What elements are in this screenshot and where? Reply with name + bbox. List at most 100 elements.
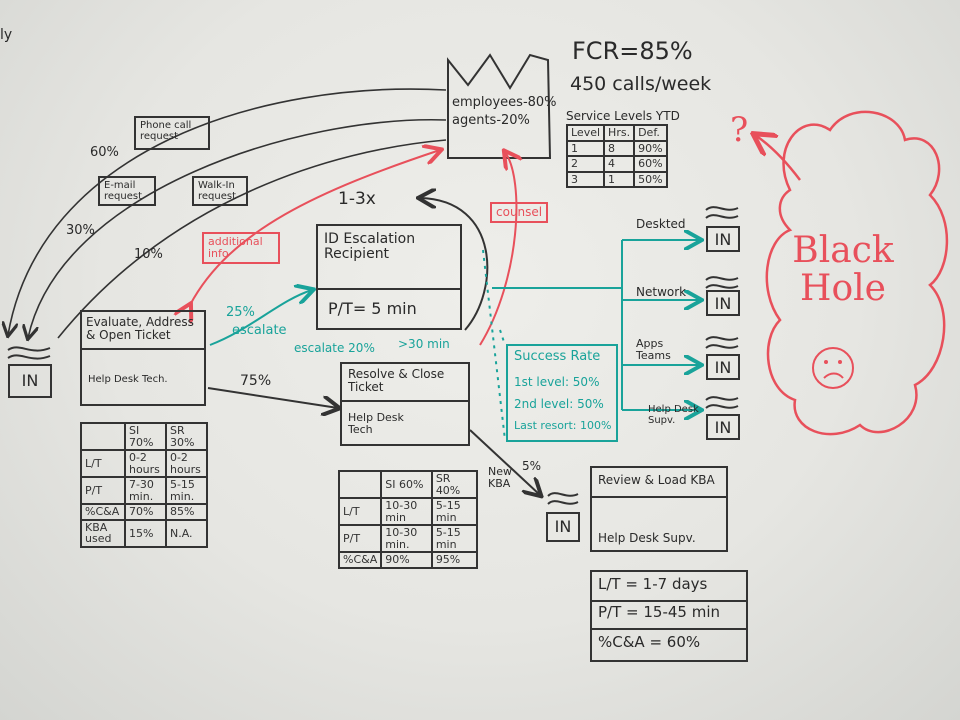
new-kba-label: New KBA bbox=[488, 466, 522, 490]
escalation-box: ID Escalation Recipient P/T= 5 min bbox=[316, 224, 462, 330]
escalate-30-label: >30 min bbox=[398, 338, 450, 351]
table-row: %C&A 70% 85% bbox=[81, 504, 207, 520]
table-row: L/T 10-30 min 5-15 min bbox=[339, 498, 477, 525]
table-row: KBA used 15% N.A. bbox=[81, 520, 207, 547]
table-cell: 1 bbox=[604, 172, 634, 188]
table-row: 3 1 50% bbox=[567, 172, 667, 188]
table-cell: Level bbox=[567, 125, 604, 141]
kba-review-role: Help Desk Supv. bbox=[598, 532, 696, 545]
sad-face-icon bbox=[813, 348, 853, 388]
table-cell: 50% bbox=[634, 172, 666, 188]
table-cell: 0-2 hours bbox=[125, 450, 166, 477]
table-cell: SR 30% bbox=[166, 423, 207, 450]
success-rate-title: Success Rate bbox=[514, 350, 600, 364]
kba-metrics-box: L/T = 1-7 days P/T = 15-45 min %C&A = 60… bbox=[590, 570, 748, 662]
table-cell bbox=[339, 471, 381, 498]
table-row: %C&A 90% 95% bbox=[339, 552, 477, 568]
table-cell: L/T bbox=[339, 498, 381, 525]
table-cell: %C&A bbox=[339, 552, 381, 568]
evaluate-title: Evaluate, Address & Open Ticket bbox=[86, 316, 202, 342]
kba-review-box: Review & Load KBA Help Desk Supv. bbox=[590, 466, 728, 552]
service-levels-table: Level Hrs. Def. 1 8 90% 2 4 60% 3 1 50% bbox=[566, 124, 668, 188]
kba-ca: %C&A = 60% bbox=[598, 634, 700, 651]
corner-mark: ly bbox=[0, 28, 12, 43]
table-header-row: SI 60% SR 40% bbox=[339, 471, 477, 498]
email-request-label: E-mail request bbox=[98, 176, 156, 206]
table-cell: 90% bbox=[634, 141, 666, 157]
black-hole-label: Black Hole bbox=[788, 232, 898, 308]
success-level-1: 1st level: 50% bbox=[514, 376, 599, 389]
deskted-inbox: IN bbox=[706, 226, 740, 252]
table-cell: 8 bbox=[604, 141, 634, 157]
kba-inbox: IN bbox=[546, 512, 580, 542]
resolve-box: Resolve & Close Ticket Help Desk Tech bbox=[340, 362, 470, 446]
calls-per-week: 450 calls/week bbox=[570, 74, 711, 95]
table-row: P/T 7-30 min. 5-15 min. bbox=[81, 477, 207, 504]
phone-request-label: Phone call request bbox=[134, 116, 210, 150]
table-cell: 2 bbox=[567, 156, 604, 172]
table-cell: 5-15 min bbox=[432, 525, 477, 552]
loop-count: 1-3x bbox=[338, 190, 376, 209]
service-levels-title: Service Levels YTD bbox=[566, 110, 680, 123]
table-cell: 90% bbox=[381, 552, 432, 568]
table-cell: SI 60% bbox=[381, 471, 432, 498]
kba-pt: P/T = 15-45 min bbox=[598, 604, 720, 621]
kba-lt: L/T = 1-7 days bbox=[598, 576, 707, 593]
table-cell: L/T bbox=[81, 450, 125, 477]
table-cell bbox=[81, 423, 125, 450]
table-row: L/T 0-2 hours 0-2 hours bbox=[81, 450, 207, 477]
table-header-row: SI 70% SR 30% bbox=[81, 423, 207, 450]
escalate-25-pct: 25% bbox=[226, 306, 255, 320]
table-cell: SR 40% bbox=[432, 471, 477, 498]
table-cell: 5-15 min bbox=[432, 498, 477, 525]
table-cell: Hrs. bbox=[604, 125, 634, 141]
success-rate-box: Success Rate 1st level: 50% 2nd level: 5… bbox=[506, 344, 618, 442]
dept-label-network: Network bbox=[636, 286, 686, 299]
table-cell: 1 bbox=[567, 141, 604, 157]
escalate-25-label: escalate bbox=[232, 324, 287, 338]
email-pct: 30% bbox=[66, 224, 95, 238]
help-desk-supv-inbox: IN bbox=[706, 414, 740, 440]
table-cell: KBA used bbox=[81, 520, 125, 547]
table-cell: 10-30 min bbox=[381, 498, 432, 525]
dept-label-deskted: Deskted bbox=[636, 218, 686, 231]
table-cell: Def. bbox=[634, 125, 666, 141]
table-cell: N.A. bbox=[166, 520, 207, 547]
resolve-title: Resolve & Close Ticket bbox=[348, 368, 466, 394]
table-cell: P/T bbox=[339, 525, 381, 552]
table-cell: 15% bbox=[125, 520, 166, 547]
dept-label-apps-teams: Apps Teams bbox=[636, 338, 692, 362]
table-row: 1 8 90% bbox=[567, 141, 667, 157]
phone-pct: 60% bbox=[90, 146, 119, 160]
question-mark: ? bbox=[730, 112, 748, 149]
network-inbox: IN bbox=[706, 290, 740, 316]
resolve-role: Help Desk Tech bbox=[348, 412, 428, 436]
agents-share: agents-20% bbox=[452, 114, 530, 128]
success-level-2: 2nd level: 50% bbox=[514, 398, 604, 411]
evaluate-role: Help Desk Tech. bbox=[88, 374, 168, 385]
walkin-request-label: Walk-In request bbox=[192, 176, 248, 206]
evaluate-metrics-table: SI 70% SR 30% L/T 0-2 hours 0-2 hours P/… bbox=[80, 422, 208, 548]
apps-teams-inbox: IN bbox=[706, 354, 740, 380]
kba-pct: 5% bbox=[522, 460, 541, 473]
table-cell: 3 bbox=[567, 172, 604, 188]
fcr-stat: FCR=85% bbox=[572, 38, 693, 64]
table-cell: 4 bbox=[604, 156, 634, 172]
table-cell: 85% bbox=[166, 504, 207, 520]
table-cell: 7-30 min. bbox=[125, 477, 166, 504]
table-header-row: Level Hrs. Def. bbox=[567, 125, 667, 141]
escalate-20-label: escalate 20% bbox=[294, 342, 375, 355]
table-cell: %C&A bbox=[81, 504, 125, 520]
dept-label-help-desk-supv: Help Desk Supv. bbox=[648, 404, 704, 426]
table-row: 2 4 60% bbox=[567, 156, 667, 172]
table-cell: 5-15 min. bbox=[166, 477, 207, 504]
table-cell: 0-2 hours bbox=[166, 450, 207, 477]
resolve-metrics-table: SI 60% SR 40% L/T 10-30 min 5-15 min P/T… bbox=[338, 470, 478, 569]
walkin-pct: 10% bbox=[134, 248, 163, 262]
table-cell: 95% bbox=[432, 552, 477, 568]
success-level-3: Last resort: 100% bbox=[514, 420, 611, 432]
additional-info-label: additional info bbox=[202, 232, 280, 264]
table-cell: 70% bbox=[125, 504, 166, 520]
table-cell: P/T bbox=[81, 477, 125, 504]
escalation-pt: P/T= 5 min bbox=[328, 300, 417, 318]
